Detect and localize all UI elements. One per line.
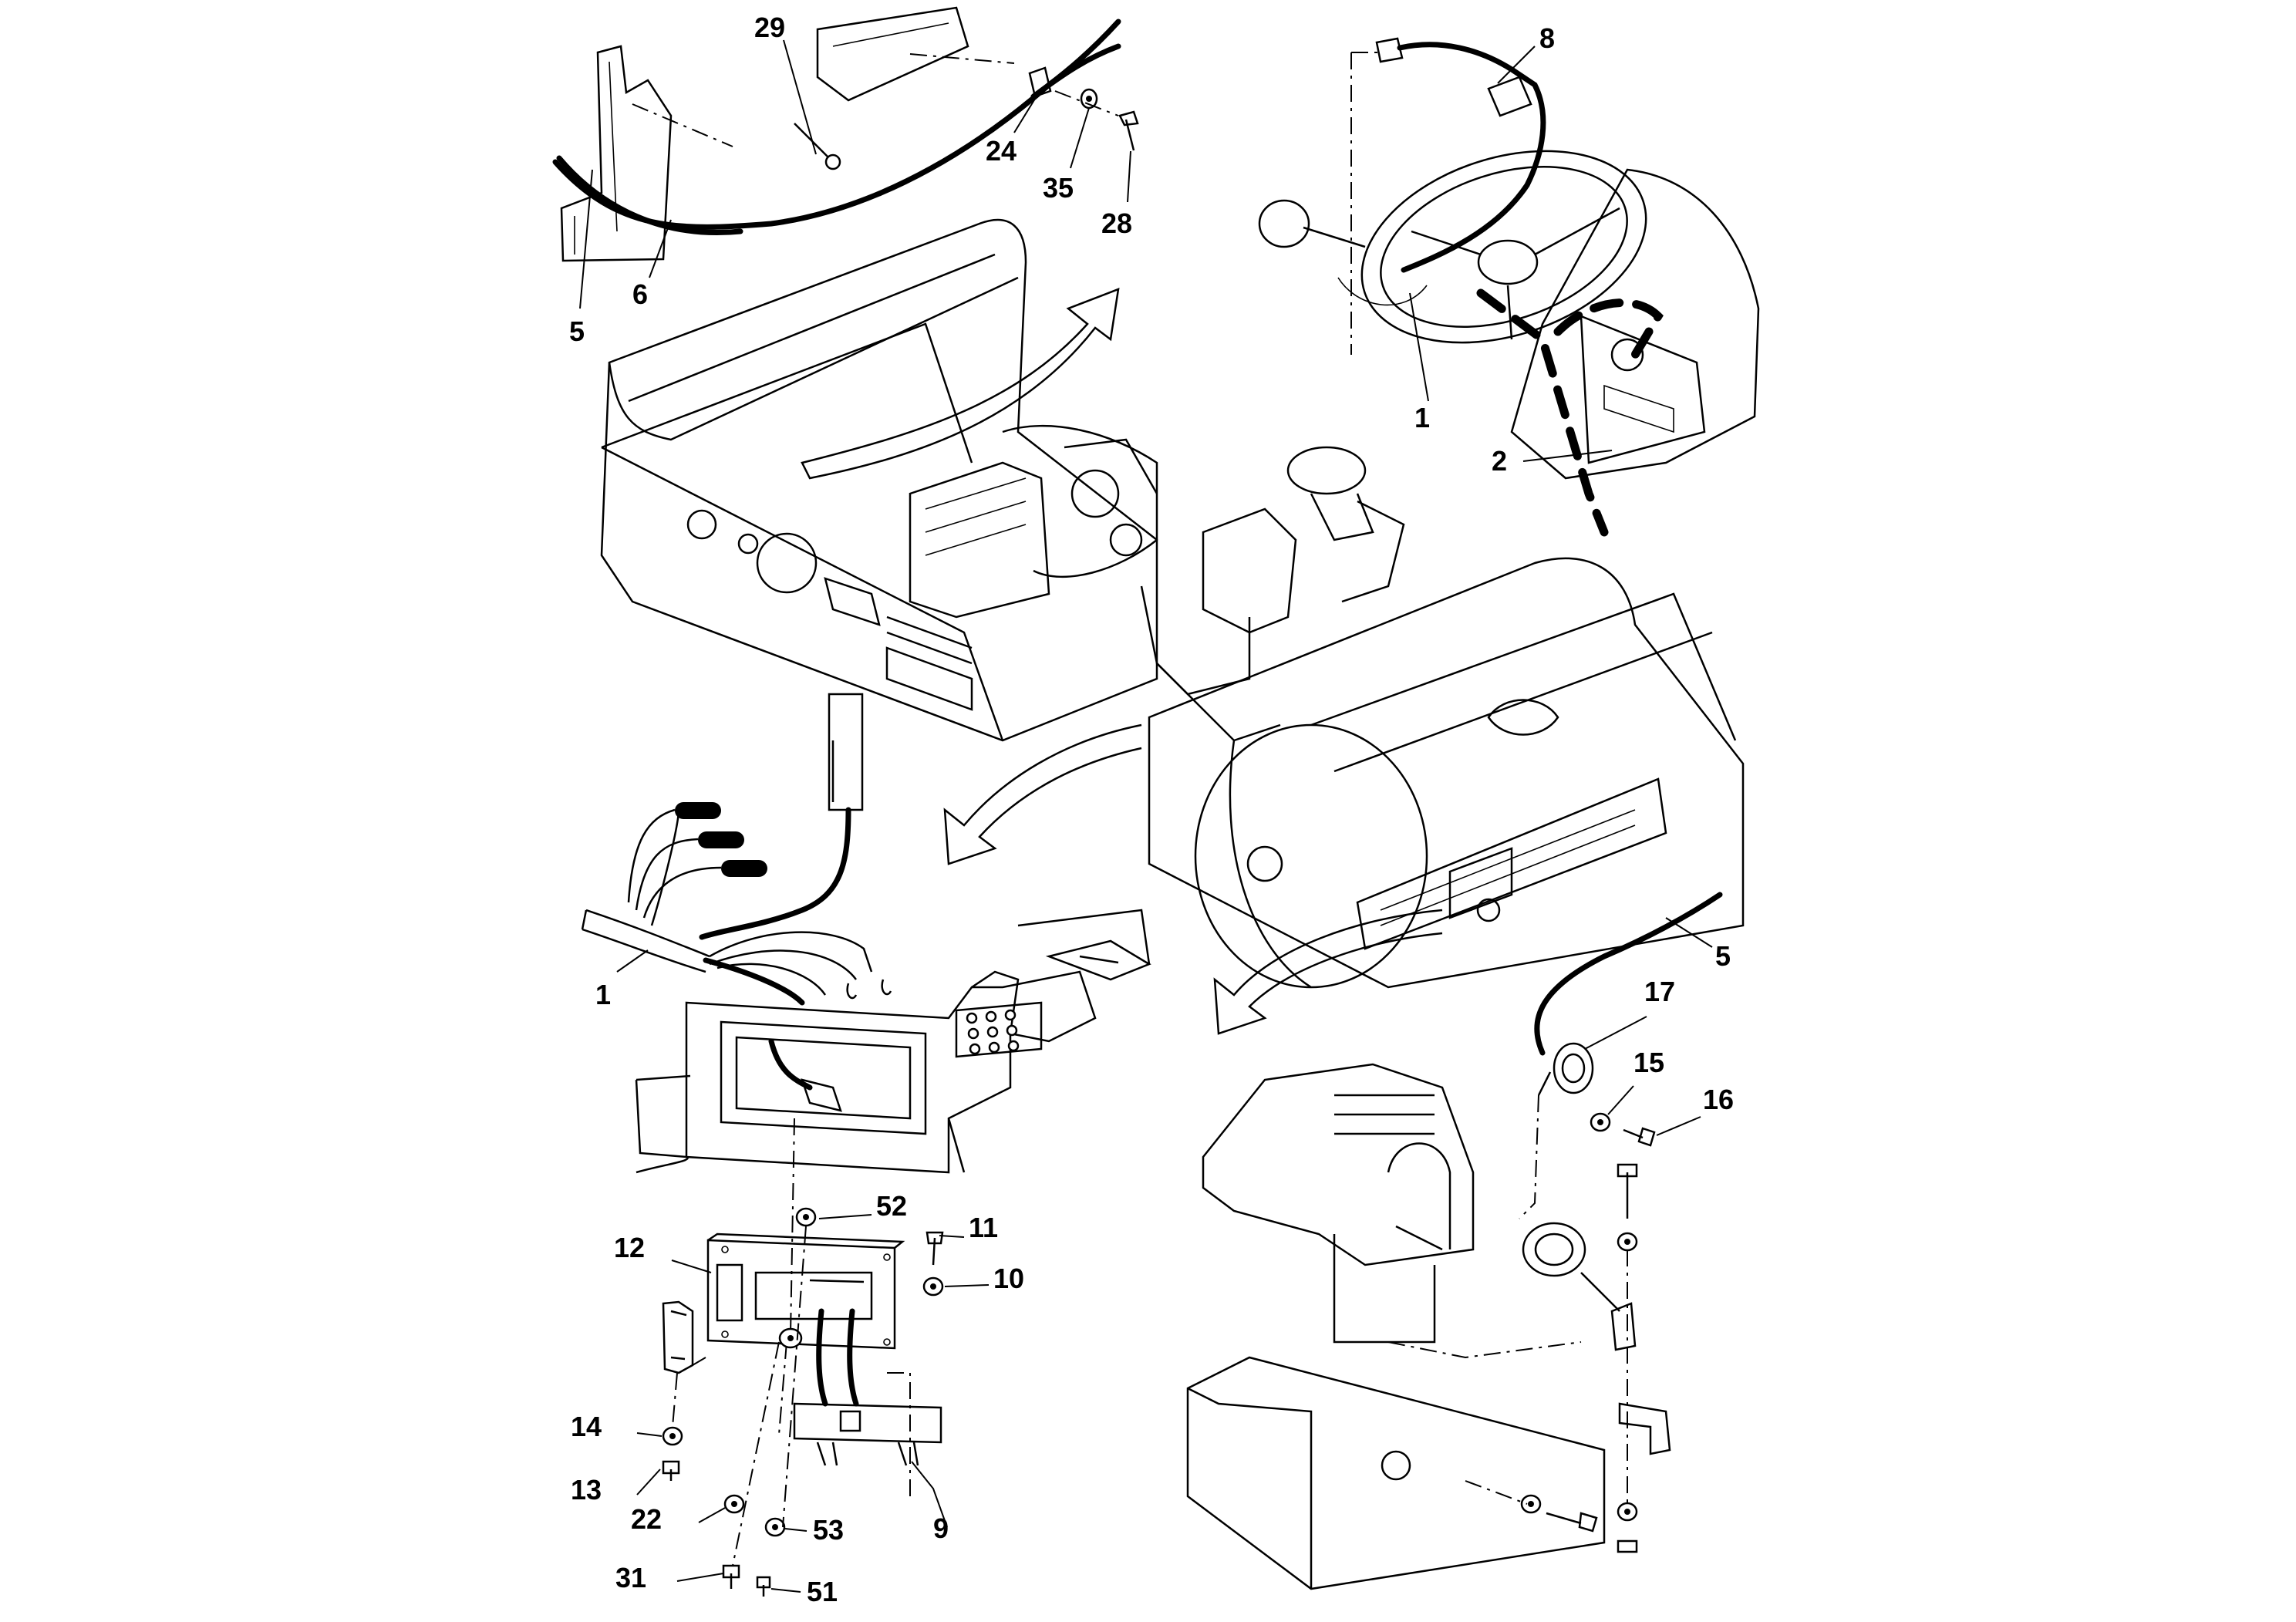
callout-24: 24 [986,135,1017,167]
switch-panel-exploded [662,1118,944,1597]
callout-52: 52 [876,1190,908,1222]
callout-22: 22 [631,1503,663,1535]
callout-29: 29 [754,12,786,43]
callout-35: 35 [1043,172,1074,204]
callout-10: 10 [993,1263,1025,1294]
callout-9: 9 [933,1512,949,1544]
operator-station [1140,446,1405,742]
callout-28: 28 [1101,207,1133,239]
horn-assembly-exploded [1186,892,1723,1590]
callout-14: 14 [571,1411,602,1442]
callout-6: 6 [632,278,649,310]
leader-lines [579,39,1713,1593]
control-handle-harness [581,693,892,1006]
callout-11: 11 [969,1212,999,1243]
operator-platform [635,909,1151,1174]
callout-5-mid: 5 [1715,940,1731,972]
callout-53: 53 [813,1514,845,1546]
steering-console-detail [1258,37,1760,537]
callout-12: 12 [614,1232,646,1263]
machine-rear-frame [600,218,1158,742]
callout-16: 16 [1703,1084,1735,1115]
callout-17: 17 [1644,976,1676,1007]
callout-1-mid: 1 [595,979,612,1010]
machine-front-drum [1148,557,1745,989]
callout-8: 8 [1539,22,1556,54]
callout-51: 51 [807,1576,838,1607]
callout-13: 13 [571,1474,602,1506]
callout-15: 15 [1633,1047,1665,1078]
callout-1-top: 1 [1414,402,1431,433]
callout-5-top: 5 [569,315,585,347]
callout-31: 31 [615,1562,647,1593]
rear-harness-detail [552,6,1139,262]
callout-arrows [943,723,1443,1035]
callout-2: 2 [1492,445,1508,477]
step-holes [966,1009,1020,1055]
